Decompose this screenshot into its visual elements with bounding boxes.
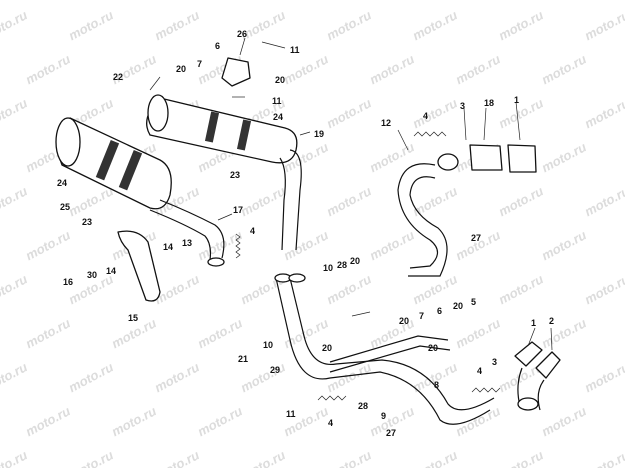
callout-number: 1: [514, 95, 520, 105]
callout-number: 11: [272, 96, 282, 106]
callout-number: 1: [531, 318, 537, 328]
collector-pipe: [275, 277, 491, 425]
spring: [471, 387, 501, 393]
callout-number: 20: [399, 316, 410, 326]
callout-number: 3: [460, 101, 466, 111]
callout-number: 23: [82, 217, 93, 227]
callout-number: 12: [381, 118, 392, 128]
callout-number: 20: [322, 343, 333, 353]
callout-number: 11: [286, 409, 296, 419]
callout-number: 23: [230, 170, 241, 180]
callout-number: 16: [63, 277, 74, 287]
spring: [413, 131, 447, 137]
callout-number: 4: [477, 366, 483, 376]
callout-number: 14: [163, 242, 174, 252]
callout-number: 25: [60, 202, 71, 212]
callout-number: 6: [437, 306, 443, 316]
callout-number: 20: [350, 256, 361, 266]
callout-number: 3: [492, 357, 498, 367]
callout-number: 30: [87, 270, 98, 280]
upper-muffler: [146, 94, 302, 251]
leader-lines: [149, 37, 553, 351]
spring: [235, 233, 241, 259]
callout-number: 20: [428, 343, 439, 353]
mount-bracket: [221, 57, 251, 87]
callout-number: 2: [549, 316, 555, 326]
callout-number: 24: [57, 178, 68, 188]
callout-number: 20: [275, 75, 286, 85]
front-header-pipe: [397, 163, 439, 269]
callout-number: 28: [358, 401, 369, 411]
callout-number: 20: [453, 301, 464, 311]
spring: [317, 395, 347, 401]
heat-shield: [117, 230, 161, 302]
callout-number: 28: [337, 260, 348, 270]
callout-number: 7: [197, 59, 203, 69]
callout-number: 26: [237, 29, 248, 39]
lower-muffler: [55, 117, 225, 267]
flange: [514, 341, 543, 367]
callout-number: 21: [238, 354, 249, 364]
flange: [535, 351, 561, 379]
callout-number: 14: [106, 266, 117, 276]
flange: [507, 144, 537, 173]
callout-number: 4: [423, 111, 429, 121]
callout-number: 29: [270, 365, 281, 375]
callout-number: 5: [471, 297, 477, 307]
callout-number: 10: [323, 263, 334, 273]
flange: [469, 144, 503, 171]
callout-number: 27: [471, 233, 482, 243]
callout-number: 10: [263, 340, 274, 350]
callout-number: 8: [434, 380, 440, 390]
callout-number: 18: [484, 98, 495, 108]
callout-number: 22: [113, 72, 124, 82]
callout-number: 19: [314, 129, 325, 139]
callout-number: 13: [182, 238, 193, 248]
callout-number: 11: [290, 45, 300, 55]
callout-number: 7: [419, 311, 425, 321]
callout-number: 9: [381, 411, 387, 421]
callout-number: 4: [328, 418, 334, 428]
callout-number: 24: [273, 112, 284, 122]
callout-number: 27: [386, 428, 397, 438]
callout-number: 20: [176, 64, 187, 74]
callout-number: 6: [215, 41, 221, 51]
callout-number: 15: [128, 313, 139, 323]
callout-number: 17: [233, 205, 244, 215]
callout-number: 4: [250, 226, 256, 236]
